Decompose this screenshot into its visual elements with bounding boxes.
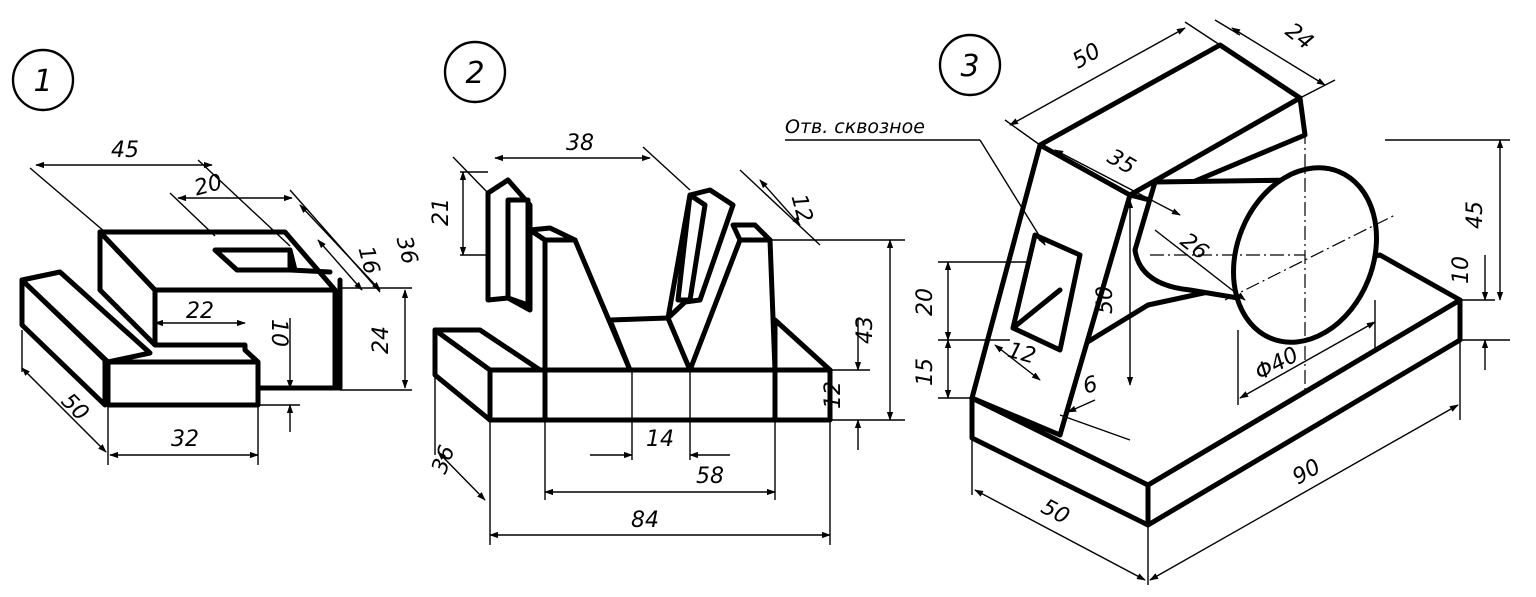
ext-line	[29, 167, 106, 233]
dim-label-24: 24	[1280, 18, 1317, 55]
fig3-note-through-hole: Отв. сквозное	[785, 116, 925, 138]
figure-1-part	[19, 229, 343, 408]
figure-3-part	[969, 42, 1463, 528]
fig3-hole-inner-edge	[1010, 287, 1063, 331]
fig2-base-front-left	[487, 367, 548, 423]
dim-label-21: 21	[429, 198, 454, 226]
dim-line-50-top	[1009, 27, 1186, 126]
fig2-right-post-top	[730, 222, 773, 243]
dim-label-20: 20	[913, 288, 938, 316]
dim-label-50-base: 50	[1037, 495, 1073, 530]
ext-line	[1214, 19, 1241, 36]
figure-3-number-text: 3	[960, 49, 979, 84]
dim-label-32: 32	[171, 427, 199, 452]
fig2-right-post-slot	[675, 192, 708, 303]
figure-2: 2	[427, 40, 905, 545]
figure-1-number: 1	[11, 48, 75, 112]
dim-label-58: 58	[696, 464, 724, 489]
dim-label-50: 50	[56, 389, 93, 426]
dim-label-43: 43	[853, 316, 878, 344]
dim-line-50-base	[974, 489, 1146, 581]
figure-1: 1 45	[11, 48, 422, 465]
dim-line-90	[1149, 404, 1459, 581]
dim-label-50-top: 50	[1068, 39, 1105, 75]
dim-label-90: 90	[1288, 455, 1325, 491]
figure-2-number-text: 2	[465, 56, 484, 91]
dim-label-24: 24	[369, 326, 394, 354]
dim-label-12-right: 12	[821, 381, 846, 409]
fig2-left-ramp	[542, 237, 633, 373]
figure-3: 3 Отв. сквозное	[785, 18, 1510, 585]
figure-1-number-text: 1	[33, 64, 52, 99]
dim-label-10: 10	[1449, 256, 1474, 284]
dim-line-12	[994, 344, 1041, 381]
ext-line	[1299, 79, 1336, 99]
dim-label-12-top: 12	[786, 192, 817, 226]
dim-line-24	[1231, 27, 1326, 86]
dim-label-45: 45	[1463, 201, 1488, 229]
dim-line-36	[299, 204, 381, 291]
dim-line-phi40	[1239, 321, 1376, 399]
dim-label-50-vertical: 50	[1093, 286, 1118, 314]
figure-2-number: 2	[443, 40, 507, 104]
dim-label-16: 16	[353, 244, 384, 278]
ext-line	[1184, 21, 1221, 46]
dim-line-36	[437, 451, 486, 501]
fig2-left-post-top	[527, 225, 578, 243]
fig2-left-post-slot	[505, 197, 531, 308]
fig2-base-right-top	[772, 317, 833, 373]
fig3-note-leader	[979, 139, 1046, 246]
figure-1-number-circle	[11, 48, 75, 112]
dim-label-45: 45	[111, 138, 139, 163]
dim-label-15: 15	[913, 358, 938, 386]
figure-1-dimensions: 45 20 16 36 22 10 24 50 32	[21, 138, 422, 465]
dim-line-6	[1067, 399, 1096, 413]
dim-line-12-top	[759, 179, 801, 226]
dim-label-84: 84	[631, 508, 659, 533]
dim-label-22: 22	[186, 299, 214, 324]
dim-label-38: 38	[566, 131, 594, 156]
dim-label-36: 36	[427, 442, 460, 477]
dim-line-35	[1054, 149, 1181, 216]
figure-2-number-circle	[443, 40, 507, 104]
dim-label-14: 14	[646, 427, 674, 452]
figure-2-part	[432, 177, 833, 423]
ext-line	[642, 146, 691, 191]
dim-line-26	[1154, 229, 1246, 301]
dim-label-6: 6	[1080, 372, 1100, 400]
dim-label-36: 36	[391, 234, 422, 268]
dim-label-10: 10	[266, 319, 291, 347]
fig3-cylinder-axis-h	[1224, 214, 1396, 301]
figure-3-number-circle	[938, 33, 1002, 97]
dim-label-20: 20	[192, 170, 226, 201]
fig3-through-hole	[1010, 232, 1083, 353]
fig1-base-front-face	[105, 359, 261, 408]
ext-line	[1004, 119, 1041, 146]
fig1-base-top-face	[19, 269, 153, 365]
ext-line	[1059, 414, 1131, 441]
figure-3-number: 3	[938, 33, 1002, 97]
dim-line-50	[21, 367, 107, 453]
ext-line	[197, 159, 291, 247]
ext-line	[452, 156, 489, 194]
